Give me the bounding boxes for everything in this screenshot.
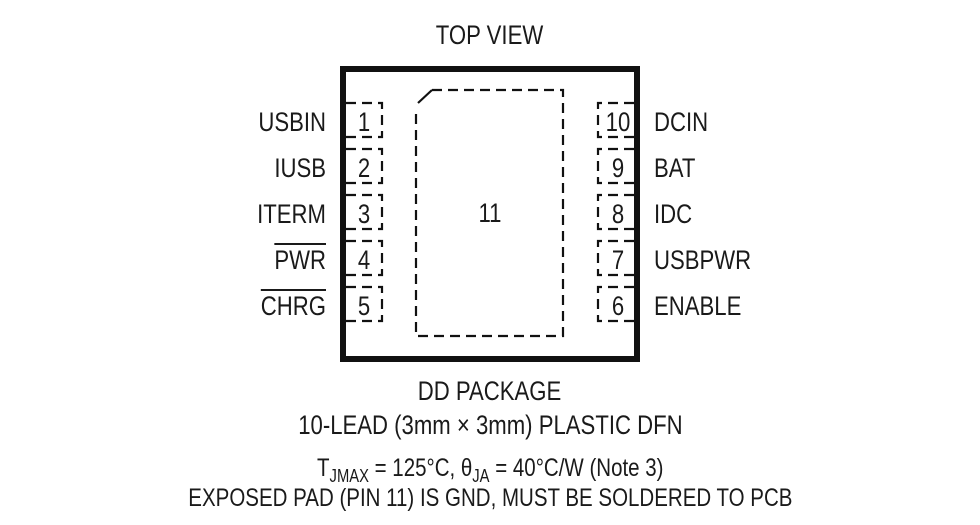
pad-5 <box>346 285 384 323</box>
pad-6 <box>596 285 634 323</box>
pin-label-pwr: PWR <box>274 245 326 275</box>
pin-number-7: 7 <box>611 245 625 275</box>
pin-label-iusb: IUSB <box>274 153 326 183</box>
pad-8 <box>596 193 634 231</box>
pin-number-2: 2 <box>357 153 371 183</box>
package-description: 10-LEAD (3mm × 3mm) PLASTIC DFN <box>297 410 683 440</box>
pin-number-8: 8 <box>611 199 625 229</box>
exposed-pad-note: EXPOSED PAD (PIN 11) IS GND, MUST BE SOL… <box>187 484 793 512</box>
pin-label-idc: IDC <box>654 199 693 229</box>
exposed-pad-number: 11 <box>478 198 502 228</box>
pad-9 <box>596 147 634 185</box>
pin-number-5: 5 <box>357 291 371 321</box>
package-name: DD PACKAGE <box>418 376 562 406</box>
pin-number-1: 1 <box>357 107 371 137</box>
pad-4 <box>346 239 384 277</box>
pin1-chamfer <box>417 89 433 104</box>
thermal-line: TJMAX = 125°C, θJA = 40°C/W (Note 3) <box>316 454 664 486</box>
pin-label-usbpwr: USBPWR <box>654 245 752 275</box>
pin-number-10: 10 <box>605 107 631 137</box>
thermal-spec: TJMAX = 125°C, θJA = 40°C/W (Note 3) <box>0 454 980 487</box>
pad-1 <box>346 101 384 139</box>
exposed-pad-outline <box>414 88 565 338</box>
pin-number-3: 3 <box>357 199 371 229</box>
view-title: TOP VIEW <box>436 20 544 50</box>
pin-label-enable: ENABLE <box>654 291 742 321</box>
pad-2 <box>346 147 384 185</box>
pad-10 <box>596 101 634 139</box>
pin-label-bat: BAT <box>654 153 696 183</box>
pin-label-dcin: DCIN <box>654 107 709 137</box>
pin-number-6: 6 <box>611 291 625 321</box>
pin-number-4: 4 <box>357 245 371 275</box>
pin-number-9: 9 <box>611 153 625 183</box>
pin-label-chrg: CHRG <box>260 291 326 321</box>
package-outline <box>340 66 640 362</box>
pin-label-usbin: USBIN <box>258 107 326 137</box>
pad-3 <box>346 193 384 231</box>
pad-7 <box>596 239 634 277</box>
pin-label-iterm: ITERM <box>257 199 326 229</box>
